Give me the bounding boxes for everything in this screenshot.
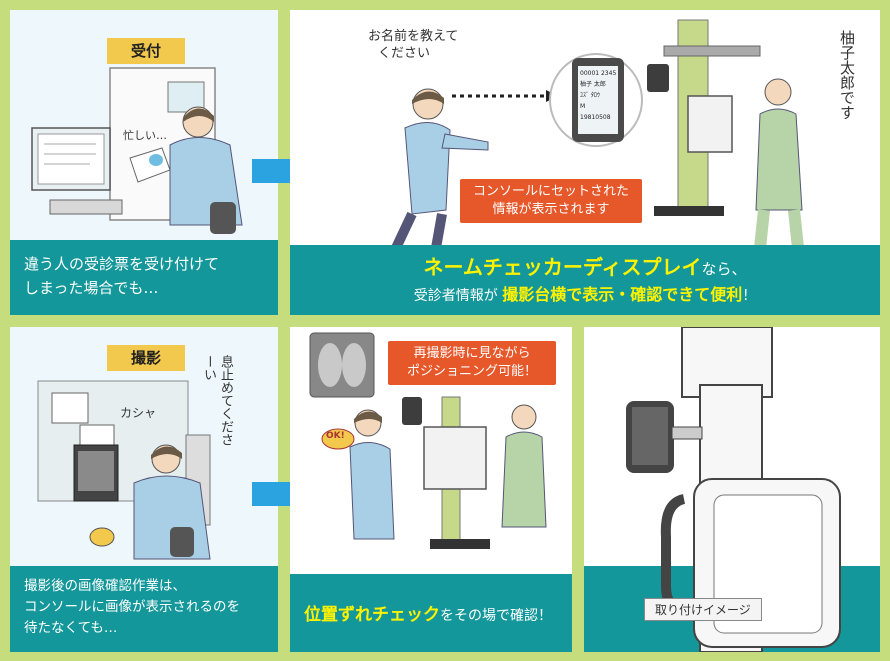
panel2-caption: ネームチェッカーディスプレイなら、 受診者情報が 撮影台横で表示・確認できて便利…	[290, 245, 880, 315]
reposition-callout: 再撮影時に見ながら ポジショニング可能！	[388, 341, 556, 385]
panel4-caption-suffix: をその場で確認！	[440, 608, 552, 624]
panel-mount-image: 取り付けイメージ	[584, 327, 880, 652]
panel3-caption-line3: 待たなくても…	[24, 620, 118, 636]
panel-name-checker: お名前を教えて ください 柚子太郎です 00001 2345 柚子 太郎 ﾕｽﾞ…	[290, 10, 880, 315]
ask-name-line1: お名前を教えて	[368, 29, 459, 44]
panel-reception: 受付 忙しい… 違う人の受診票を受け付けて しまった場合でも…	[10, 10, 278, 315]
panel1-caption: 違う人の受診票を受け付けて しまった場合でも…	[10, 240, 278, 315]
position-check-illustration	[309, 332, 547, 549]
panel3-caption-line1: 撮影後の画像確認作業は、	[24, 578, 186, 594]
panel4-caption: 位置ずれチェックをその場で確認！	[290, 574, 572, 652]
reposition-callout-line1: 再撮影時に見ながら	[413, 346, 531, 361]
ok-badge: OK!	[326, 431, 345, 441]
name-checker-illustration	[391, 19, 804, 245]
caption-suffix: ！	[742, 288, 757, 304]
panel2-caption-line2: 受診者情報が 撮影台横で表示・確認できて便利！	[290, 283, 880, 308]
screen-kana: ﾕｽﾞ ﾀﾛｳ	[580, 92, 600, 99]
screen-birthdate: 19810508	[580, 114, 611, 121]
busy-bubble: 忙しい…	[123, 129, 167, 142]
panel-imaging: 撮影 息止めてくださーい カシャ 撮影後の画像確認作業は、 コンソールに画像が表…	[10, 327, 278, 652]
console-callout-line1: コンソールにセットされた	[472, 184, 629, 199]
screen-sex: M	[580, 103, 586, 110]
shutter-sfx: カシャ	[120, 406, 157, 420]
reposition-callout-line2: ポジショニング可能！	[406, 364, 537, 379]
product-name-suffix: なら、	[701, 260, 747, 278]
ask-name-speech: お名前を教えて ください	[368, 28, 458, 62]
mount-image-label: 取り付けイメージ	[644, 598, 762, 621]
ask-name-line2: ください	[378, 46, 431, 61]
panel3-caption: 撮影後の画像確認作業は、 コンソールに画像が表示されるのを 待たなくても…	[10, 566, 278, 652]
panel1-caption-line2: しまった場合でも…	[24, 279, 159, 297]
display-screen-text: 00001 2345 柚子 太郎 ﾕｽﾞ ﾀﾛｳ M 19810508	[580, 68, 622, 123]
imaging-tag: 撮影	[107, 345, 185, 371]
console-callout-line2: 情報が表示されます	[492, 202, 610, 217]
screen-name: 柚子 太郎	[580, 81, 606, 88]
panel2-caption-title-row: ネームチェッカーディスプレイなら、	[290, 253, 880, 283]
panel4-caption-highlight: 位置ずれチェック	[304, 605, 440, 625]
console-callout: コンソールにセットされた 情報が表示されます	[460, 179, 642, 223]
caption-prefix: 受診者情報が	[413, 288, 498, 304]
panel1-caption-line1: 違う人の受診票を受け付けて	[24, 255, 220, 273]
patient-name-speech: 柚子太郎です	[838, 30, 856, 120]
panel3-caption-line2: コンソールに画像が表示されるのを	[24, 599, 240, 615]
screen-id: 00001 2345	[580, 70, 617, 77]
hold-breath-speech: 息止めてくださーい	[201, 355, 233, 446]
panel-position-check: OK! 再撮影時に見ながら ポジショニング可能！ 位置ずれチェックをその場で確認…	[290, 327, 572, 652]
reception-tag: 受付	[107, 38, 185, 64]
product-name: ネームチェッカーディスプレイ	[423, 255, 702, 279]
caption-highlight: 撮影台横で表示・確認できて便利	[502, 285, 743, 304]
